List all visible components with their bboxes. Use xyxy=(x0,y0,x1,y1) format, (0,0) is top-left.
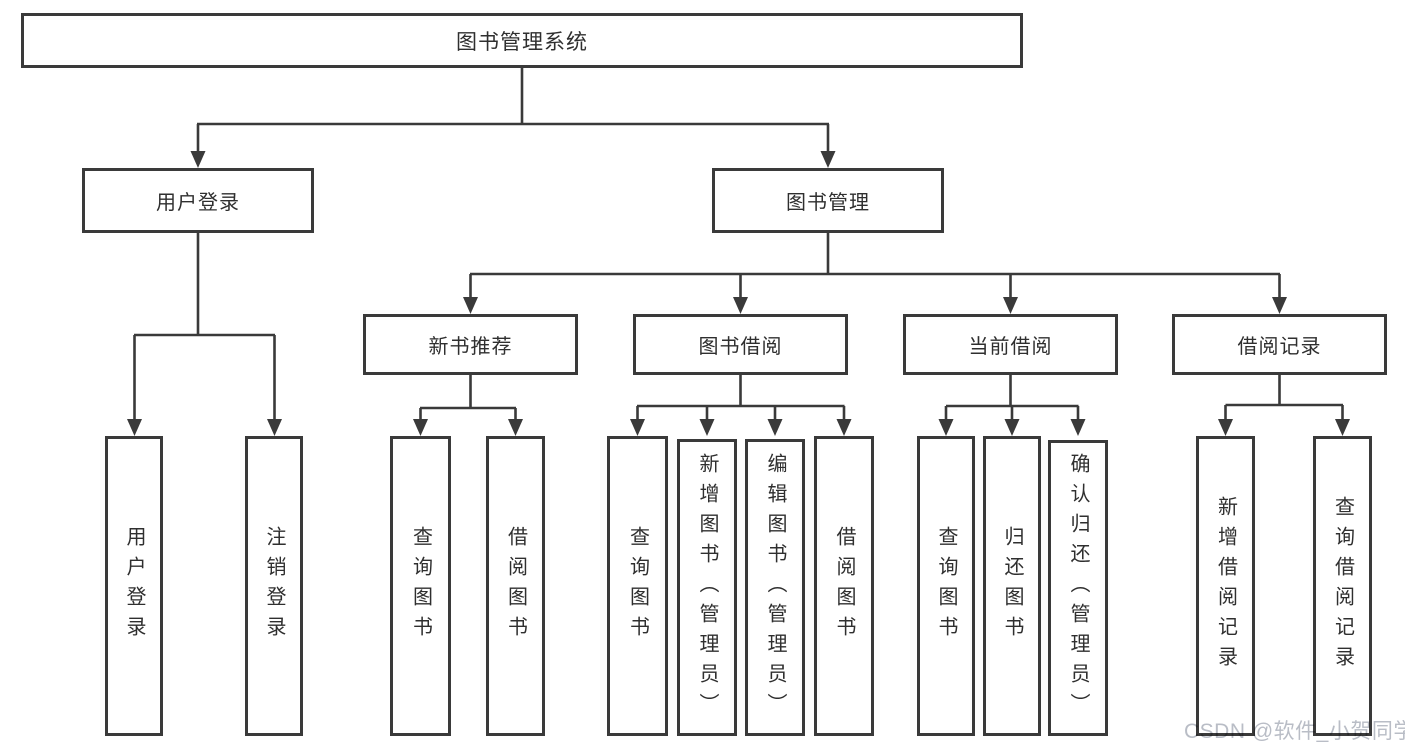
node-leaf-query-borrow-record: 查询借阅记录 xyxy=(1313,436,1372,736)
node-book-management-label: 图书管理 xyxy=(786,192,870,214)
connector-user-login-branch xyxy=(127,231,282,436)
node-current-borrow-label: 当前借阅 xyxy=(968,336,1053,358)
node-current-borrow: 当前借阅 xyxy=(903,314,1118,375)
node-user-login-label: 用户登录 xyxy=(156,192,240,214)
node-leaf-add-borrow-record-label: 新增借阅记录 xyxy=(1214,496,1237,676)
node-library-system-label: 图书管理系统 xyxy=(456,30,588,54)
node-leaf-query-books-borrow: 查询图书 xyxy=(607,436,668,736)
node-leaf-query-books-current: 查询图书 xyxy=(917,436,975,736)
connector-new-book-branch xyxy=(413,373,523,436)
node-borrow-records-label: 借阅记录 xyxy=(1237,336,1322,358)
node-new-book-recommend-label: 新书推荐 xyxy=(428,336,513,358)
node-borrow-records: 借阅记录 xyxy=(1172,314,1387,375)
node-new-book-recommend: 新书推荐 xyxy=(363,314,578,375)
connector-book-borrow-branch xyxy=(630,373,852,436)
node-leaf-borrow-books-recommend: 借阅图书 xyxy=(486,436,545,736)
node-leaf-logout: 注销登录 xyxy=(245,436,303,736)
connector-current-borrow-branch xyxy=(938,373,1086,436)
node-leaf-query-borrow-record-label: 查询借阅记录 xyxy=(1331,496,1354,676)
connector-book-management-branch xyxy=(463,231,1287,314)
node-leaf-borrow-books-recommend-label: 借阅图书 xyxy=(504,526,527,646)
node-book-borrow-label: 图书借阅 xyxy=(698,336,783,358)
node-leaf-add-borrow-record: 新增借阅记录 xyxy=(1196,436,1255,736)
node-leaf-logout-label: 注销登录 xyxy=(263,526,285,646)
node-leaf-query-books-recommend-label: 查询图书 xyxy=(409,526,432,646)
connector-root-to-level1 xyxy=(190,66,836,168)
watermark: CSDN @软件_小贺同学 xyxy=(1184,720,1405,743)
node-leaf-query-books-borrow-label: 查询图书 xyxy=(626,526,649,646)
node-leaf-query-books-current-label: 查询图书 xyxy=(935,526,957,646)
node-leaf-borrow-books: 借阅图书 xyxy=(814,436,874,736)
node-leaf-edit-books-admin: 编辑图书（管理员） xyxy=(745,439,805,736)
node-leaf-add-books-admin: 新增图书（管理员） xyxy=(677,439,737,736)
connector-borrow-records-branch xyxy=(1218,373,1350,436)
node-book-borrow: 图书借阅 xyxy=(633,314,848,375)
node-library-system: 图书管理系统 xyxy=(21,13,1023,68)
node-leaf-confirm-return-admin-label: 确认归还（管理员） xyxy=(1067,453,1089,723)
node-leaf-confirm-return-admin: 确认归还（管理员） xyxy=(1048,440,1108,736)
node-leaf-query-books-recommend: 查询图书 xyxy=(390,436,451,736)
node-leaf-return-books: 归还图书 xyxy=(983,436,1041,736)
node-user-login: 用户登录 xyxy=(82,168,314,233)
node-leaf-borrow-books-label: 借阅图书 xyxy=(833,526,855,646)
node-book-management: 图书管理 xyxy=(712,168,944,233)
node-leaf-add-books-admin-label: 新增图书（管理员） xyxy=(696,452,718,723)
node-leaf-return-books-label: 归还图书 xyxy=(1001,526,1023,646)
node-leaf-user-login: 用户登录 xyxy=(105,436,163,736)
node-leaf-edit-books-admin-label: 编辑图书（管理员） xyxy=(764,452,786,723)
node-leaf-user-login-label: 用户登录 xyxy=(123,526,145,646)
